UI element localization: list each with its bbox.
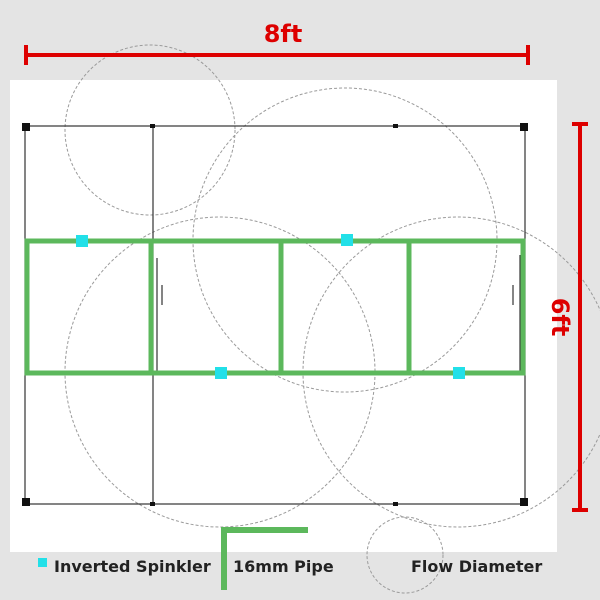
edge-marker — [393, 502, 398, 506]
edge-marker — [393, 124, 398, 128]
sprinkler-legend-label: Inverted Spinkler — [54, 557, 211, 576]
pipe-legend-icon — [221, 527, 308, 590]
corner-post — [22, 123, 30, 131]
inverted-sprinkler — [453, 367, 465, 379]
legend: Inverted Spinkler 16mm Pipe Flow Diamete… — [38, 527, 542, 590]
inverted-sprinkler — [341, 234, 353, 246]
inverted-sprinkler — [76, 235, 88, 247]
pipe-network — [24, 238, 526, 376]
width-dimension — [24, 45, 530, 65]
width-dimension-label: 8ft — [264, 20, 303, 48]
edge-marker — [150, 124, 155, 128]
height-dimension-label: 6ft — [546, 298, 574, 337]
flow-legend-label: Flow Diameter — [411, 557, 542, 576]
flow-circle — [64, 44, 236, 216]
corner-post — [520, 123, 528, 131]
legend-flow-circle-ghost — [366, 516, 444, 594]
inverted-sprinkler — [215, 367, 227, 379]
height-dimension — [572, 122, 588, 512]
pipe-legend-label: 16mm Pipe — [233, 557, 334, 576]
sprinklers — [76, 234, 465, 379]
corner-post — [22, 498, 30, 506]
corner-posts — [22, 123, 528, 506]
edge-marker — [150, 502, 155, 506]
sprinkler-legend-icon — [38, 558, 47, 567]
corner-post — [520, 498, 528, 506]
